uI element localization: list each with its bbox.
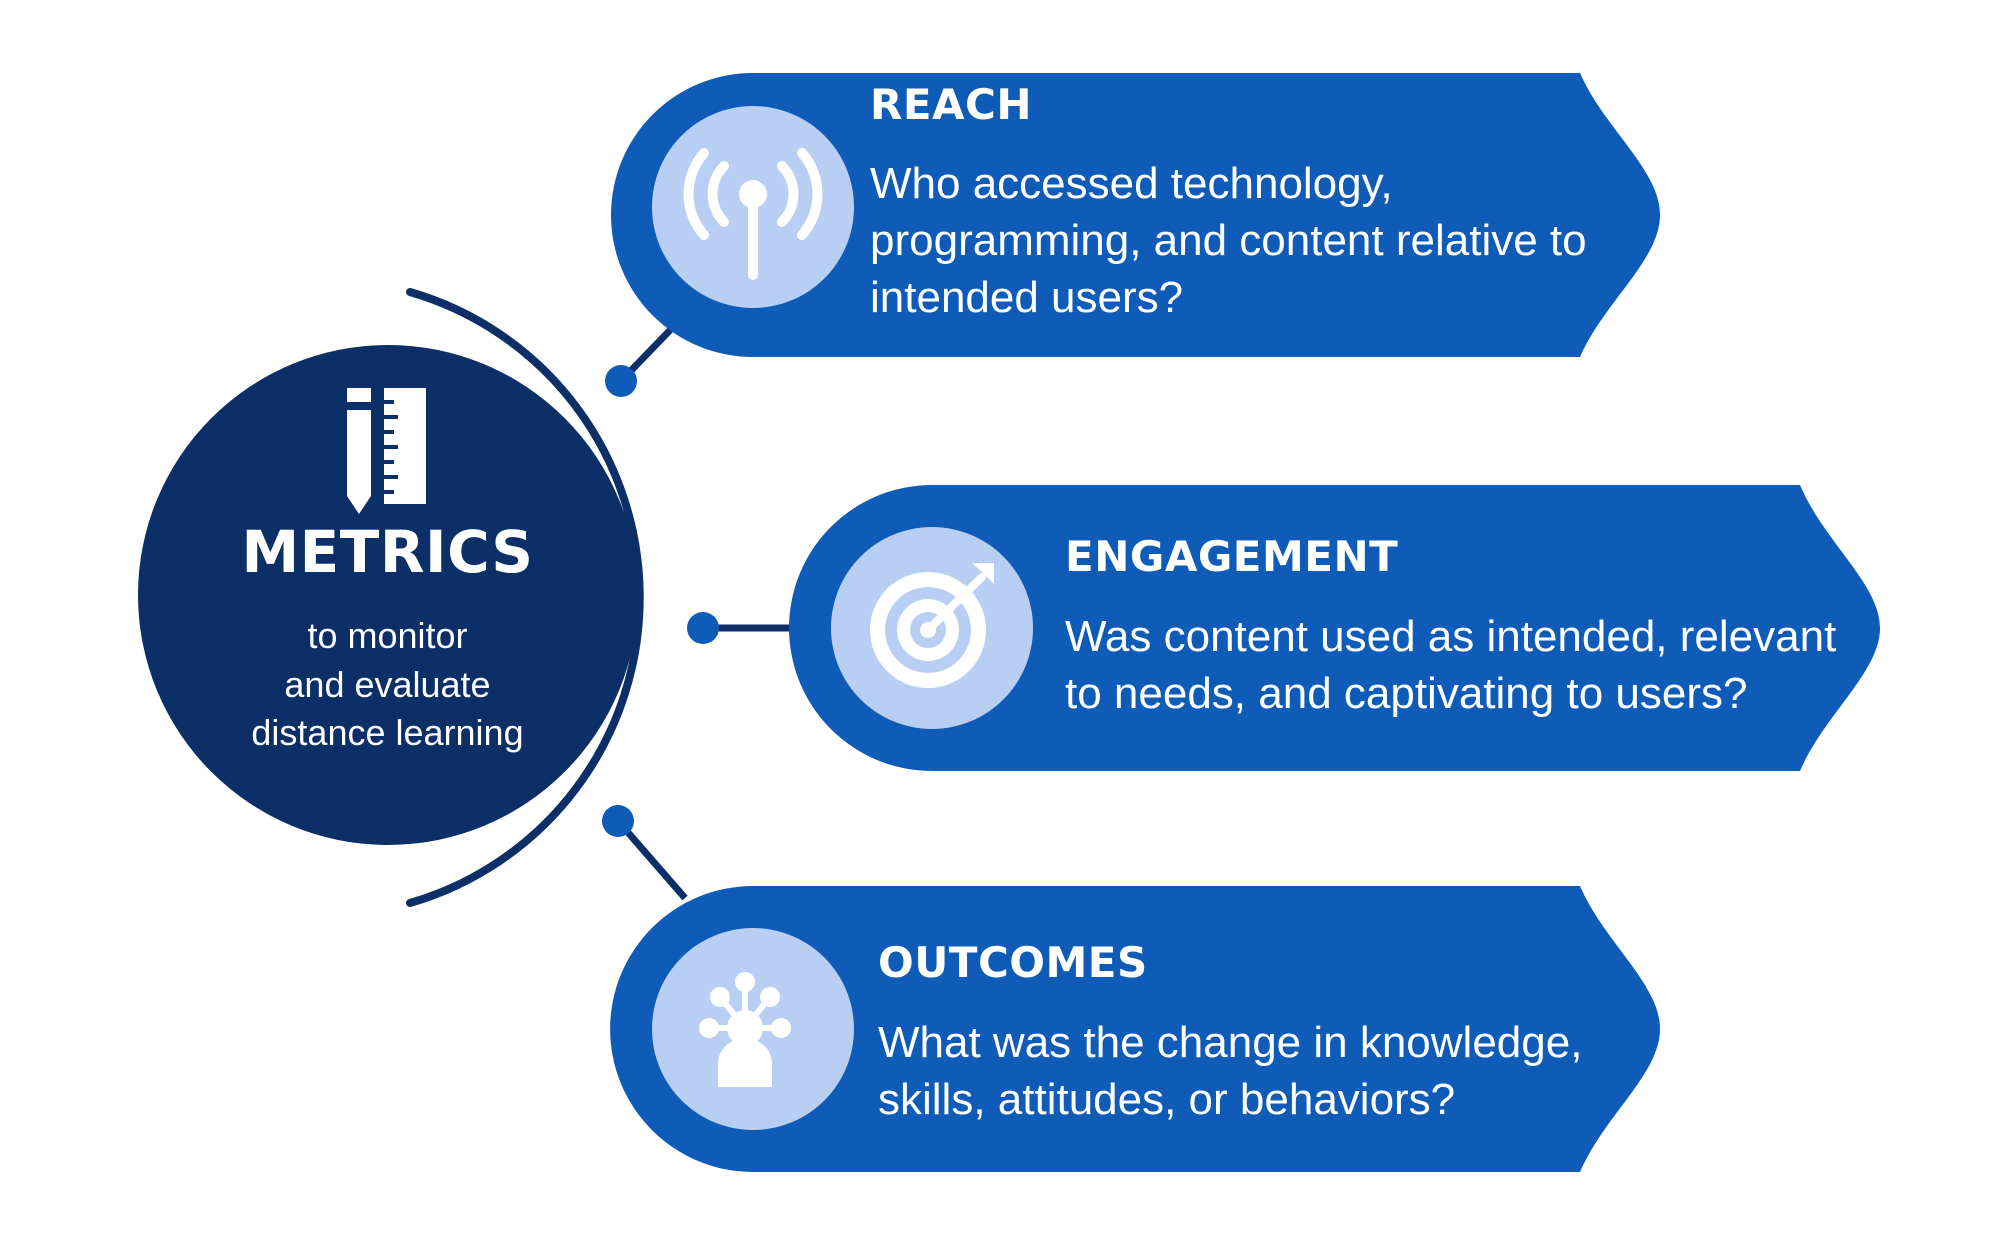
antenna-signal-icon: [683, 148, 823, 280]
metrics-circle: [138, 345, 638, 845]
reach-title: REACH: [870, 80, 1033, 129]
outcomes-text: What was the change in knowledge, skills…: [878, 1018, 1583, 1125]
outcomes-title: OUTCOMES: [878, 938, 1148, 987]
reach-text: Who accessed technology, programming, an…: [870, 159, 1587, 323]
metrics-subtitle-line-1: to monitor: [307, 615, 468, 656]
reach-banner: [611, 73, 1660, 357]
connector-group: [406, 288, 790, 907]
metrics-subtitle-line-3: distance learning: [251, 712, 524, 754]
engagement-title: ENGAGEMENT: [1065, 532, 1399, 581]
target-arrow-icon: [870, 563, 994, 688]
connector-arc: [406, 288, 644, 907]
engagement-text: Was content used as intended, relevant t…: [1065, 612, 1837, 719]
metrics-title: METRICS: [241, 518, 534, 586]
metrics-subtitle-line-2: and evaluate: [284, 663, 491, 705]
person-network-icon: [699, 972, 791, 1087]
metrics-center: [138, 345, 638, 845]
outcomes-banner: [610, 886, 1660, 1172]
engagement-banner: [789, 485, 1880, 771]
connector-line-outcomes: [615, 818, 688, 901]
node-dot-reach: [605, 365, 637, 397]
node-dot-engagement: [687, 612, 719, 644]
node-dot-outcomes: [602, 805, 634, 837]
metrics-subtitle: to monitor and evaluate distance learnin…: [190, 612, 585, 758]
pencil-ruler-icon: [347, 388, 426, 514]
